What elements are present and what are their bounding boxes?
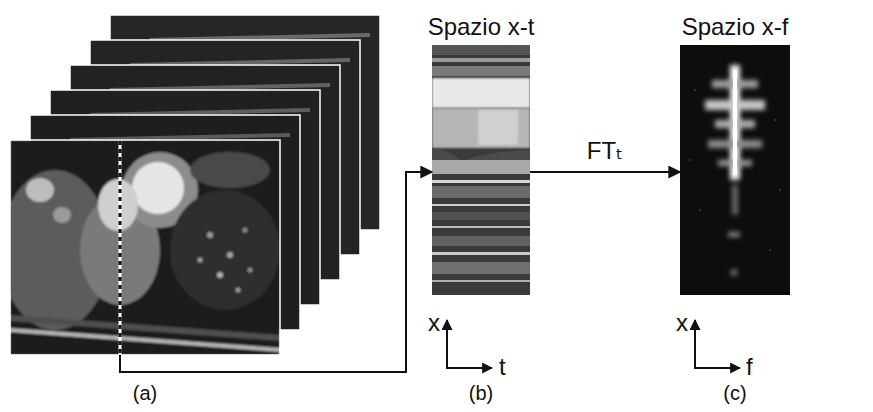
- xf-image: [680, 45, 790, 295]
- axis-label: t: [499, 355, 506, 379]
- xt-image: [432, 45, 530, 295]
- axis-arrows: [446, 320, 740, 368]
- axis-label: x: [676, 311, 688, 335]
- panel-heading: Spazio x-t: [428, 14, 535, 40]
- panel-caption: (c): [723, 382, 746, 404]
- frame-stack: [0, 15, 380, 355]
- xf-image-box: Spazio x-f(c): [680, 45, 790, 295]
- axis-label: f: [746, 355, 753, 379]
- xt-image-box: Spazio x-t(b): [432, 45, 530, 295]
- panel-heading: Spazio x-f: [682, 14, 789, 40]
- image-stack: (a): [10, 140, 280, 355]
- connector-arrow: [530, 171, 680, 173]
- slice-line: [119, 141, 122, 354]
- panel-caption: (a): [133, 382, 157, 404]
- connector-arrow: [120, 172, 432, 372]
- edge-label: FTₜ: [584, 138, 626, 164]
- panel-caption: (b): [469, 382, 493, 404]
- axis-label: x: [428, 311, 440, 335]
